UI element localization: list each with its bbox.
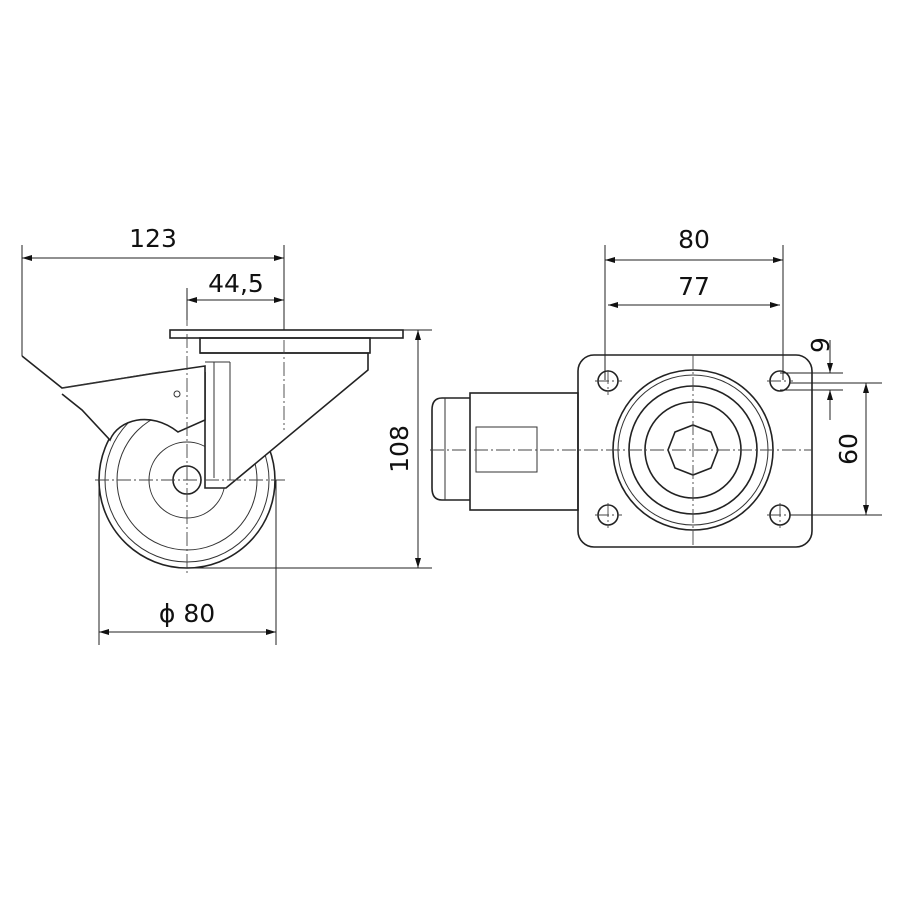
mounting-holes (597, 370, 791, 526)
mounting-plate (577, 354, 813, 548)
top-plate (169, 329, 404, 339)
dimension-label-44-5: 44,5 (208, 269, 264, 298)
dimension-hole-spacing-x: 77 (608, 272, 780, 308)
dimension-label-123: 123 (129, 224, 177, 253)
swivel-bracket (21, 352, 369, 489)
dimension-wheel-diameter: ϕ 80 (98, 480, 277, 645)
dimension-label-80: 80 (678, 225, 710, 254)
dimension-label-9: 9 (806, 337, 835, 353)
top-view: 80 77 9 60 (430, 225, 882, 548)
dimension-label-108: 108 (385, 425, 414, 473)
dimension-hole-diameter: 9 (780, 337, 843, 420)
dimension-label-60: 60 (834, 433, 863, 465)
swivel-head (199, 337, 371, 354)
dimension-hole-spacing-y: 60 (790, 382, 882, 516)
dimension-label-77: 77 (678, 272, 710, 301)
dimension-overall-length: 123 (21, 224, 285, 356)
brake-lever (21, 355, 206, 442)
dimension-label-diameter-80: ϕ 80 (159, 599, 215, 628)
dimension-plate-width: 80 (604, 225, 784, 380)
dimension-height: 108 (187, 329, 432, 569)
side-view: 123 44,5 108 ϕ 80 (21, 224, 432, 645)
brake-housing (431, 392, 579, 511)
dimension-offset: 44,5 (186, 269, 284, 320)
